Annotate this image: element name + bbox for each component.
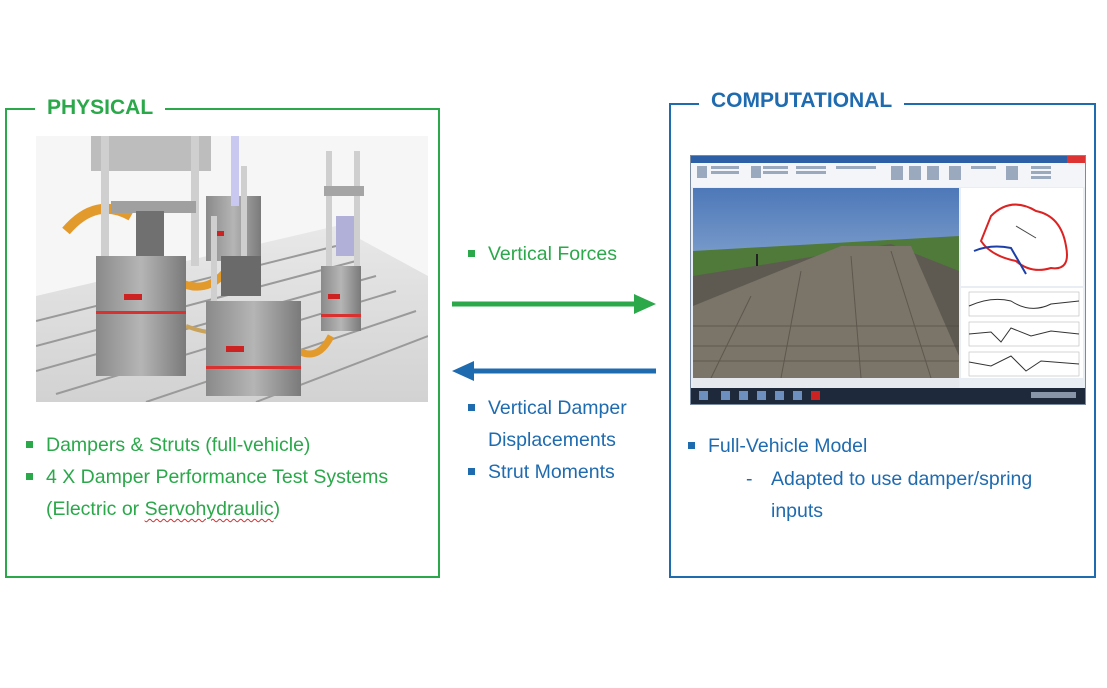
- damper-test-systems-image: [36, 136, 428, 402]
- physical-bullet-line2-prefix: (Electric or: [46, 498, 145, 520]
- arrow-to-physical: [452, 361, 656, 381]
- simulation-software-screenshot: [690, 155, 1086, 405]
- physical-bullet-line2-suffix: ): [273, 498, 281, 520]
- physical-bullet-list: Dampers & Struts (full-vehicle) 4 X Damp…: [24, 429, 388, 525]
- sub-bullet-line1: Adapted to use damper/spring: [771, 468, 1033, 490]
- physical-bullet-test-systems: 4 X Damper Performance Test Systems (Elec…: [24, 461, 388, 525]
- arrow-to-computational: [452, 294, 656, 314]
- computational-bullet-list: Full-Vehicle Model: [686, 430, 867, 462]
- physical-bullet-test-systems-text: 4 X Damper Performance Test Systems: [46, 466, 389, 488]
- computational-title: COMPUTATIONAL: [699, 89, 905, 113]
- physical-panel: PHYSICAL: [5, 96, 440, 578]
- computational-panel: COMPUTATIONAL: [669, 89, 1096, 578]
- computational-bullet-full-vehicle-model: Full-Vehicle Model: [686, 430, 867, 462]
- sub-bullet-dash: -: [746, 468, 753, 490]
- physical-bullet-dampers: Dampers & Struts (full-vehicle): [24, 429, 388, 461]
- label-strut-moments: Strut Moments: [466, 456, 627, 488]
- servohydraulic-word: Servohydraulic: [144, 498, 274, 520]
- forward-arrow-labels: Vertical Forces: [466, 238, 617, 270]
- label-vdd-line2: Displacements: [488, 429, 616, 451]
- label-vertical-forces: Vertical Forces: [466, 238, 617, 270]
- label-vdd-line1: Vertical Damper: [488, 397, 627, 419]
- computational-sub-bullet: - Adapted to use damper/spring inputs: [746, 463, 1033, 527]
- sub-bullet-line2: inputs: [771, 500, 824, 522]
- physical-title: PHYSICAL: [35, 96, 166, 120]
